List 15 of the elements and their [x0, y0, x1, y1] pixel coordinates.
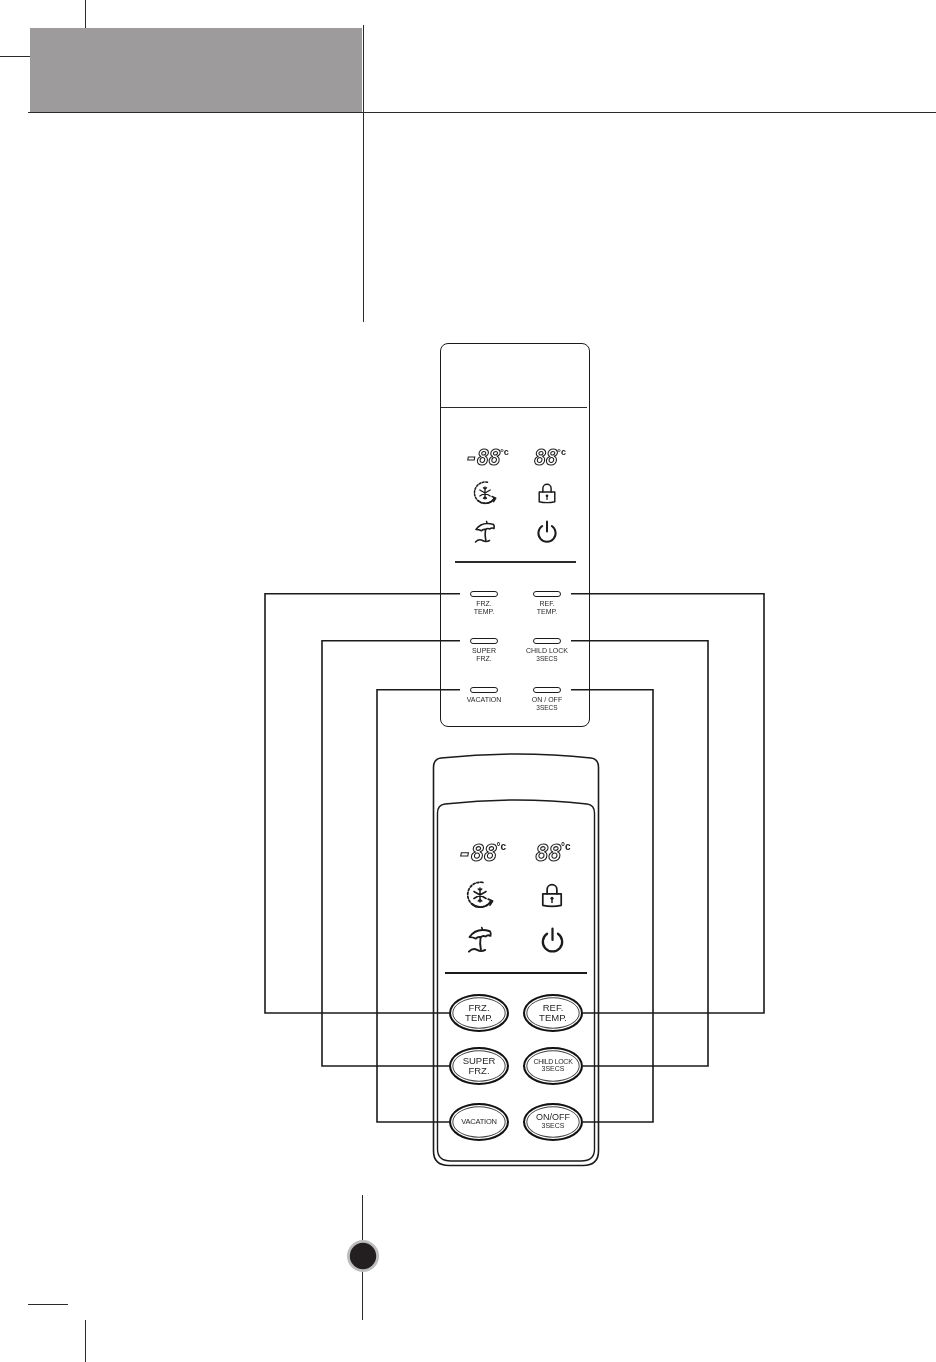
temperature-display: -88$^{°c}$ — [465, 447, 509, 469]
control-button: SUPER FRZ. — [449, 1047, 509, 1085]
connector-line — [570, 592, 765, 1014]
connector-line — [264, 592, 461, 1014]
temperature-display: 88$^{°c}$ — [535, 841, 571, 865]
control-button: FRZ. TEMP. — [449, 994, 509, 1032]
control-panel — [432, 753, 600, 1167]
control-button: REF. TEMP. — [523, 994, 583, 1032]
temperature-display: 88$^{°c}$ — [534, 447, 566, 469]
connector-line — [376, 688, 461, 1123]
connector-line — [570, 639, 709, 1067]
connector-line — [570, 688, 654, 1123]
temperature-display: -88$^{°c}$ — [457, 841, 507, 865]
connector-line — [321, 639, 461, 1067]
control-panel — [440, 343, 590, 727]
